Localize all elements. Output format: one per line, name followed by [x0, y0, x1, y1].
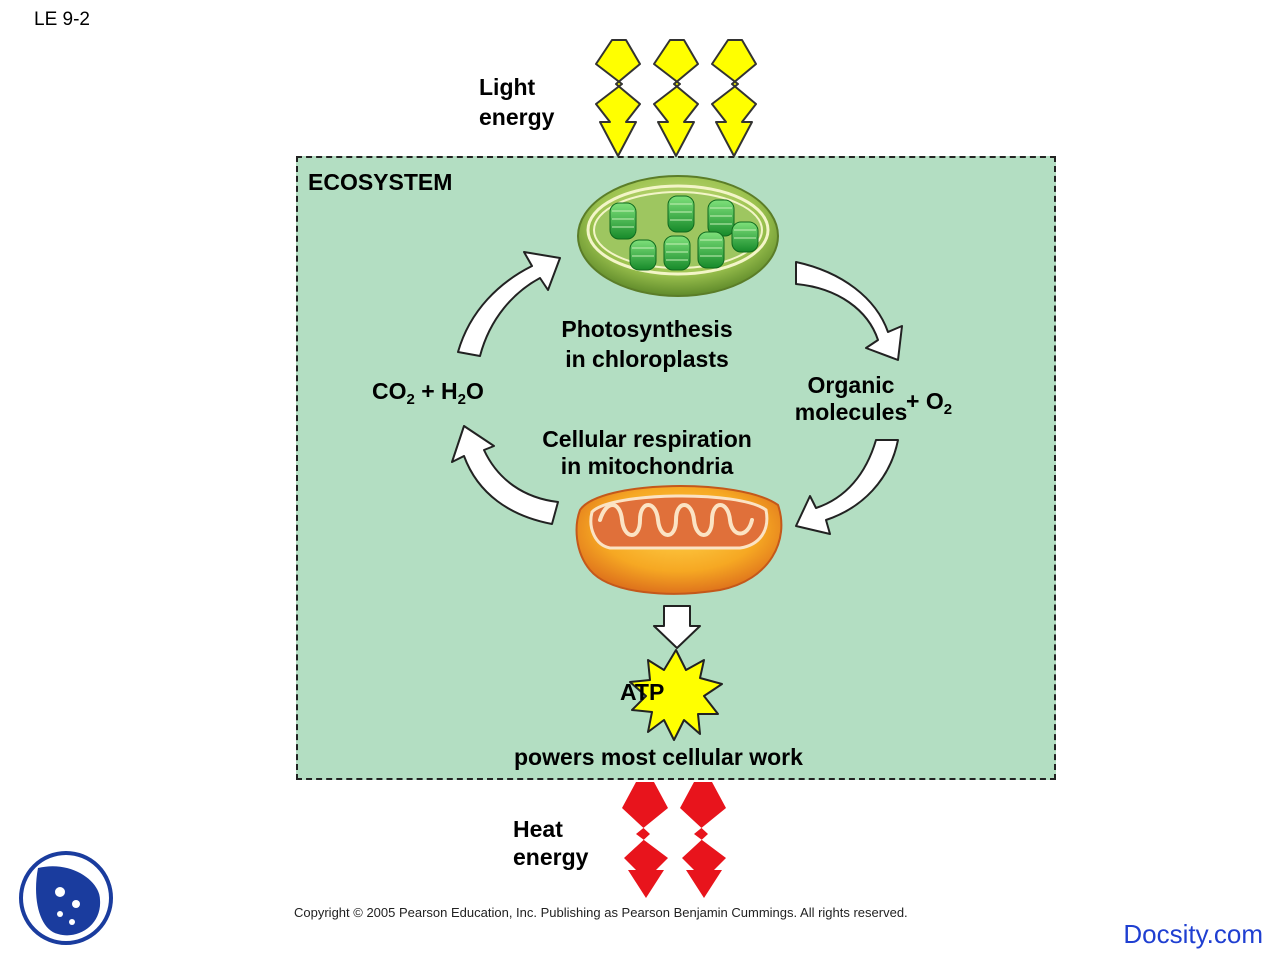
copyright-notice: Copyright © 2005 Pearson Education, Inc.… [294, 905, 908, 920]
organic-molecules-label: Organic molecules [786, 372, 916, 426]
co2-text: CO [372, 378, 407, 404]
respiration-line2: in mitochondria [560, 453, 734, 479]
organic-line2: molecules [794, 399, 908, 425]
atp-label: ATP [620, 679, 665, 705]
organic-line1: Organic [807, 372, 895, 398]
light-energy-line2: energy [479, 104, 555, 130]
heat-energy-line1: Heat [513, 816, 563, 842]
docsity-link[interactable]: Docsity.com [1123, 919, 1263, 949]
photosynthesis-label: Photosynthesis in chloroplasts [540, 314, 754, 374]
h2o-text: + H [421, 378, 458, 404]
respiration-line1: Cellular respiration [542, 426, 752, 452]
atp-caption: powers most cellular work [514, 744, 803, 770]
respiration-label: Cellular respiration in mitochondria [522, 426, 772, 480]
heat-energy-arrow-icon [622, 782, 726, 898]
light-energy-line1: Light [479, 74, 536, 100]
o2-text: + O [906, 388, 944, 414]
h2o-subscript: 2 [457, 391, 467, 408]
atp-burst-icon [629, 649, 723, 741]
photosynthesis-line2: in chloroplasts [565, 346, 729, 372]
o2-subscript: 2 [943, 401, 953, 418]
heat-energy-line2: energy [513, 844, 589, 870]
h2o-o-text: O [466, 378, 484, 404]
docsity-logo-icon [19, 851, 113, 945]
ecosystem-title: ECOSYSTEM [308, 169, 453, 195]
cycle-arrow-icon [451, 251, 903, 649]
light-energy-label: Light energy [479, 72, 554, 132]
heat-energy-label: Heat energy [513, 815, 588, 871]
mitochondrion-icon [575, 485, 783, 595]
photosynthesis-line1: Photosynthesis [561, 316, 733, 342]
chloroplast-icon [577, 175, 779, 297]
light-energy-arrow-icon [595, 39, 757, 157]
co2-subscript: 2 [406, 391, 415, 408]
inputs-label: CO2 + H2O [372, 376, 484, 408]
o2-label: + O2 [906, 386, 953, 418]
slide-label: LE 9-2 [34, 9, 90, 30]
